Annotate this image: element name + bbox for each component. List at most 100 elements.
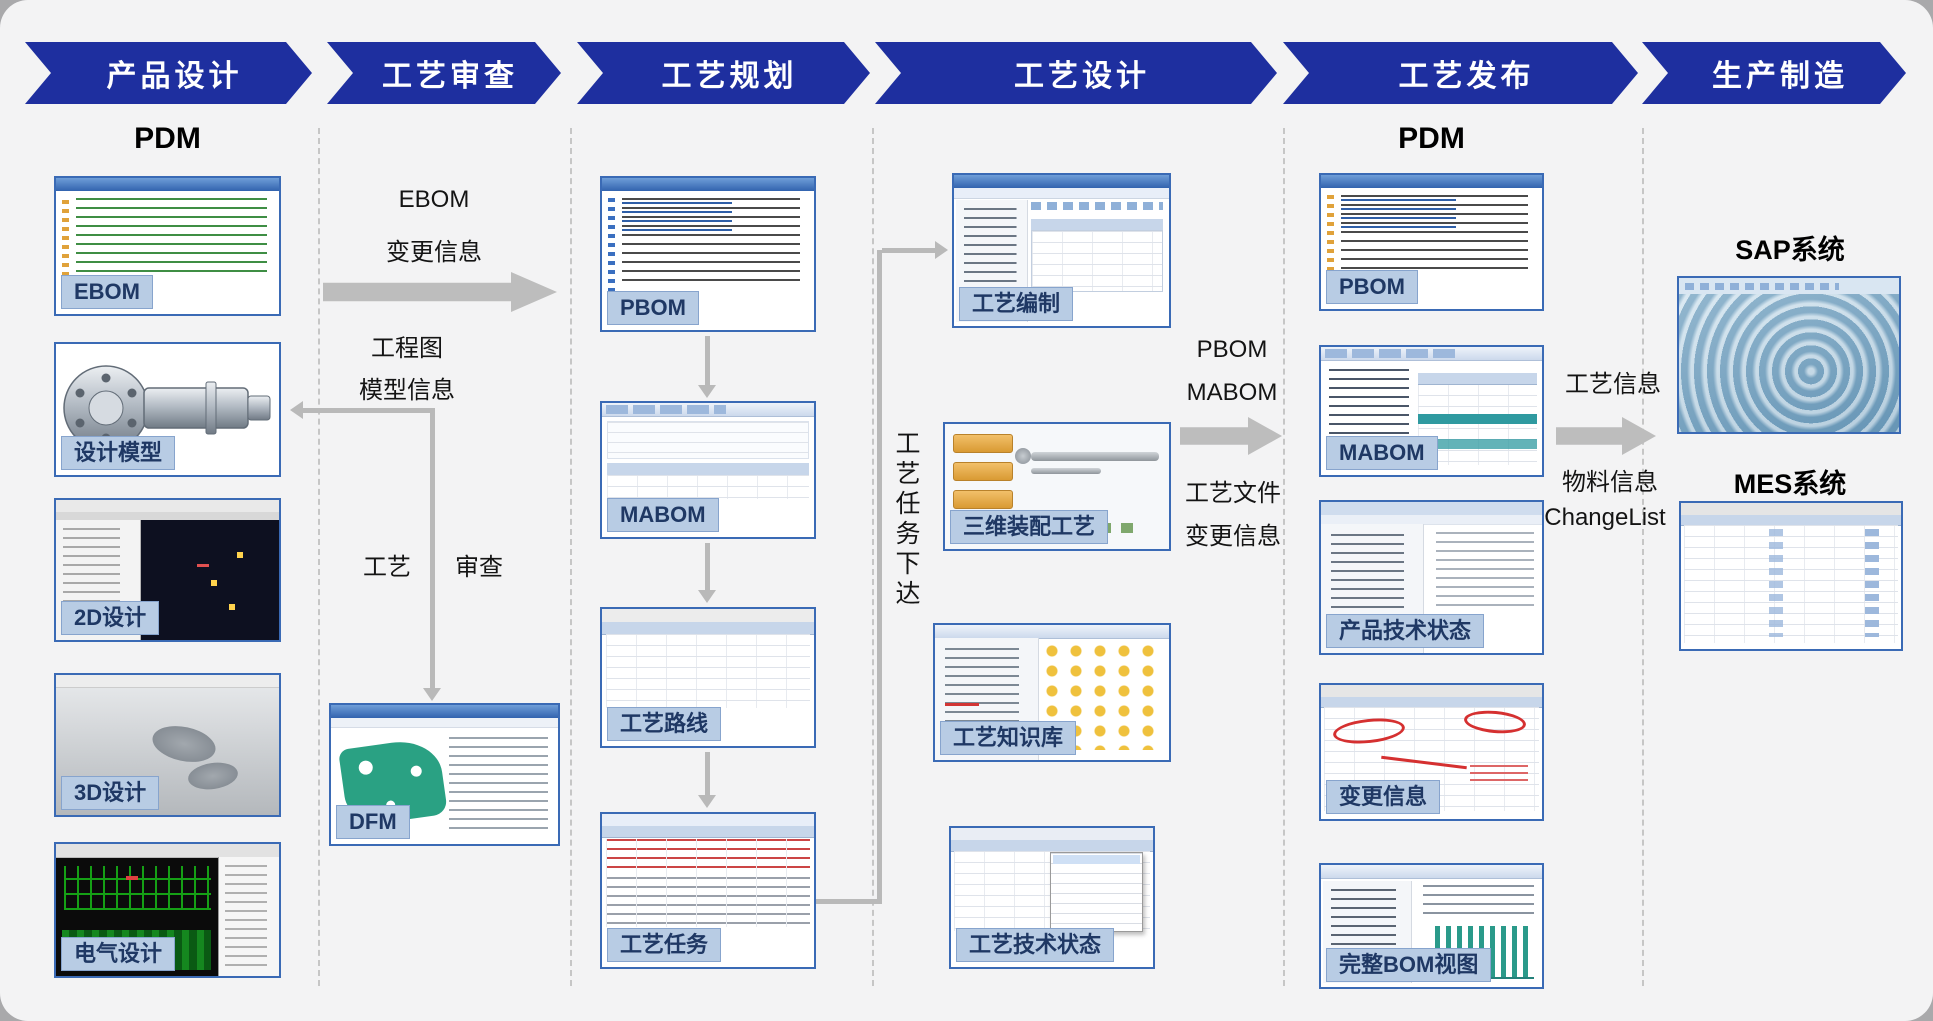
thumb-detail-lines: [1435, 532, 1534, 609]
thumb-menubar: [56, 675, 279, 688]
thumb-ebom: EBOM: [54, 176, 281, 316]
thumb-table-grid: [606, 634, 810, 708]
dropdown-menu: [1050, 852, 1143, 932]
arrow-route-to-task: [698, 752, 716, 808]
stage-process-design: 工艺设计: [875, 42, 1277, 104]
thumb-tabs: [606, 405, 726, 414]
shaft-model-image: [63, 365, 271, 451]
stage-product-design: 产品设计: [25, 42, 312, 104]
thumb-tree-icons: [1327, 195, 1334, 295]
mes-system-heading: MES系统: [1733, 469, 1847, 499]
thumb-toolbar: [56, 512, 279, 520]
thumb-3d-design: 3D设计: [54, 673, 281, 817]
stage-label: 工艺设计: [1014, 60, 1150, 93]
thumb-table-grid: [607, 475, 809, 499]
thumb-toolbar-icons: [1031, 202, 1163, 210]
label-pbom: PBOM: [607, 290, 699, 325]
label-3d-design: 3D设计: [61, 775, 160, 810]
column-divider: [570, 128, 572, 986]
label-mabom: MABOM: [607, 497, 719, 532]
stage-label: 产品设计: [106, 60, 243, 93]
label-dfm: DFM: [336, 804, 410, 839]
arrow-mabom-to-route: [698, 543, 716, 603]
thumb-toolbar-icons: [1685, 283, 1839, 290]
assembly-barrel-small: [1031, 468, 1101, 474]
label-knowledge-base: 工艺知识库: [940, 720, 1077, 755]
column-divider: [1642, 128, 1644, 986]
arrow-design-to-release: [1180, 417, 1282, 455]
thumb-dfm: DFM: [329, 703, 560, 846]
handoff-text-process-info: 工艺信息: [1565, 371, 1661, 398]
arrow-release-to-production: [1556, 417, 1656, 455]
thumb-bom-view: 完整BOM视图: [1319, 863, 1544, 989]
label-design-model: 设计模型: [61, 435, 176, 470]
water-ripple-image: [1679, 294, 1899, 432]
stage-label: 工艺发布: [1398, 60, 1535, 93]
flow-step-box: [953, 490, 1013, 509]
thumb-design-model: 设计模型: [54, 342, 281, 477]
label-product-status: 产品技术状态: [1326, 613, 1485, 648]
thumb-toolbar: [602, 609, 814, 623]
cad-point-marker: [229, 604, 235, 610]
thumb-3d-assembly: 三维装配工艺: [943, 422, 1171, 551]
thumb-pbom-planning: PBOM: [600, 176, 816, 332]
thumb-table-grid: [1418, 384, 1537, 465]
cad-red-marker: [197, 564, 209, 567]
assembly-part-circle: [1015, 448, 1031, 464]
label-bom-view: 完整BOM视图: [1326, 947, 1492, 982]
cad-point-marker: [211, 580, 217, 586]
stage-label: 生产制造: [1712, 60, 1848, 93]
3d-part-blob: [149, 720, 219, 768]
thumb-titlebar: [602, 178, 814, 191]
thumb-titlebar: [935, 625, 1169, 639]
label-electrical-design: 电气设计: [61, 936, 176, 971]
label-process-status: 工艺技术状态: [956, 927, 1115, 962]
pdm-heading-right: PDM: [1398, 122, 1465, 155]
thumb-change-info: 变更信息: [1319, 683, 1544, 821]
thumb-side-panel: [218, 857, 279, 976]
pdm-heading-left: PDM: [134, 122, 201, 155]
thumb-titlebar: [1321, 865, 1542, 879]
label-process-route: 工艺路线: [607, 706, 722, 741]
stage-process-release: 工艺发布: [1283, 42, 1638, 104]
thumb-toolbar: [1321, 515, 1542, 525]
column-divider: [872, 128, 874, 986]
thumb-process-route: 工艺路线: [600, 607, 816, 748]
label-process-task: 工艺任务: [607, 927, 722, 962]
highlight-column: [1865, 529, 1879, 637]
column-divider: [1283, 128, 1285, 986]
thumb-table-header: [602, 826, 814, 838]
thumb-tree-lines-blue: [1341, 199, 1456, 229]
thumb-mabom-planning: MABOM: [600, 401, 816, 539]
connector-task-release-vertical: [877, 250, 882, 904]
teal-band: [1418, 413, 1537, 424]
pcb-traces: [64, 866, 211, 910]
flow-text-change-info: 变更信息: [386, 239, 482, 266]
task-release-vertical-text: 工艺任务下达: [892, 430, 920, 610]
thumb-detail-lines: [1422, 885, 1534, 917]
thumb-table-header: [1418, 373, 1537, 385]
teal-band: [1418, 439, 1537, 450]
thumb-titlebar: [56, 178, 279, 191]
column-divider: [318, 128, 320, 986]
handoff-text-process-file: 工艺文件: [1185, 480, 1281, 507]
stage-process-planning: 工艺规划: [577, 42, 870, 104]
handoff-text-pbom: PBOM: [1196, 336, 1268, 363]
thumb-tree-icons: [62, 200, 69, 278]
handoff-text-changelist: ChangeList: [1544, 504, 1666, 531]
arrow-down-to-dfm: [423, 408, 441, 701]
stage-production: 生产制造: [1642, 42, 1906, 104]
handoff-text-mabom: MABOM: [1186, 379, 1278, 406]
pcb-red-label: [126, 876, 138, 880]
flow-text-ebom: EBOM: [398, 186, 470, 213]
thumb-electrical-design: 电气设计: [54, 842, 281, 978]
label-3d-assembly: 三维装配工艺: [950, 509, 1109, 544]
label-change-info: 变更信息: [1326, 779, 1441, 814]
thumb-mabom-release: MABOM: [1319, 345, 1544, 477]
flow-text-drawing: 工程图: [371, 335, 443, 362]
thumb-titlebar: [331, 705, 558, 718]
thumb-pbom-release: PBOM: [1319, 173, 1544, 311]
thumb-tab-band: [954, 188, 1169, 199]
thumb-table-grid: [1684, 525, 1898, 643]
thumb-titlebar: [1321, 502, 1542, 516]
